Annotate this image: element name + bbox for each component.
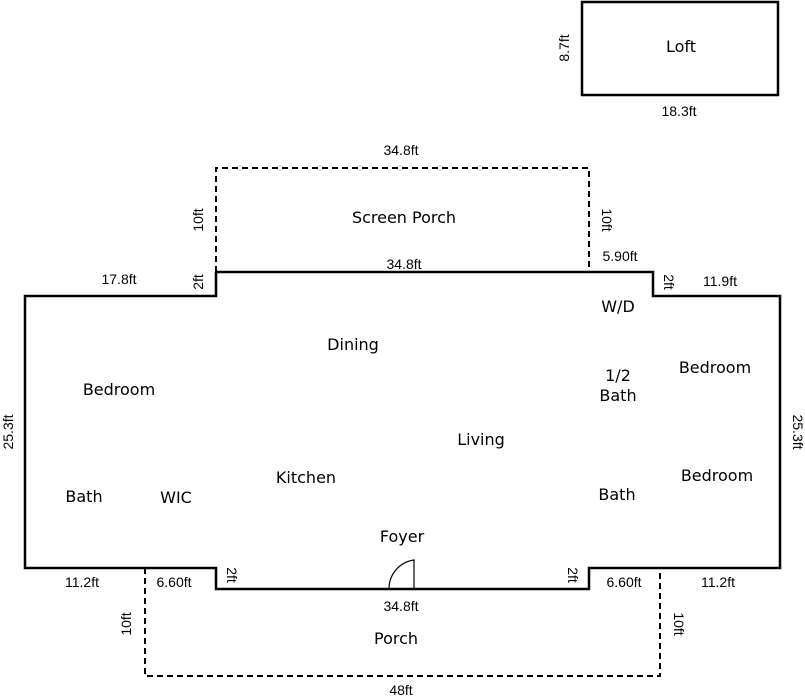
room-dining: Dining [327, 335, 379, 354]
dim-left-top-width: 17.8ft [101, 271, 136, 287]
dim-porch-bottom: 48ft [389, 682, 412, 698]
room-screen-porch: Screen Porch [352, 208, 456, 227]
room-wd: W/D [601, 297, 635, 316]
room-bedroom-right-bottom: Bedroom [681, 466, 753, 485]
dim-bottom-right-offset: 6.60ft [606, 574, 641, 590]
dim-screen-porch-top: 34.8ft [383, 142, 418, 158]
room-wic: WIC [160, 488, 192, 507]
house-outline [23, 270, 782, 591]
loft-outline [580, 0, 780, 97]
dim-right-offset: 5.90ft [602, 248, 637, 264]
dim-porch-right: 10ft [671, 612, 687, 635]
dim-right-notch: 2ft [661, 274, 677, 290]
room-bedroom-right-top: Bedroom [679, 358, 751, 377]
dim-bottom-left-notch: 2ft [224, 567, 240, 583]
dim-bottom-right: 11.2ft [701, 574, 735, 590]
dim-bottom-right-notch: 2ft [565, 567, 581, 583]
room-bath-right: Bath [598, 485, 635, 504]
room-bedroom-left: Bedroom [83, 380, 155, 399]
room-porch: Porch [374, 629, 418, 648]
screen-porch-outline [215, 167, 590, 272]
dim-right-top-width: 11.9ft [703, 273, 737, 289]
dim-bottom-left: 11.2ft [65, 574, 99, 590]
dim-screen-porch-right: 10ft [599, 208, 615, 231]
dim-porch-left: 10ft [118, 612, 134, 635]
dim-screen-porch-left: 10ft [190, 208, 206, 231]
dim-front-wall: 34.8ft [383, 598, 418, 614]
room-loft: Loft [666, 37, 696, 56]
dim-loft-width: 18.3ft [661, 103, 696, 119]
dim-loft-height: 8.7ft [556, 34, 572, 61]
room-half-bath-line1: 1/2 [605, 366, 631, 385]
room-living: Living [457, 430, 505, 449]
room-bath-left: Bath [65, 487, 102, 506]
porch-outline [144, 568, 661, 677]
room-half-bath-line2: Bath [599, 386, 636, 405]
dim-left-height: 25.3ft [0, 414, 16, 449]
dim-bottom-left-offset: 6.60ft [156, 574, 191, 590]
front-door-swing [388, 559, 415, 590]
dim-left-notch: 2ft [190, 274, 206, 290]
dim-right-height: 25.3ft [790, 414, 805, 449]
dim-screen-porch-bottom: 34.8ft [386, 256, 421, 272]
room-foyer: Foyer [380, 527, 425, 546]
room-kitchen: Kitchen [276, 468, 336, 487]
